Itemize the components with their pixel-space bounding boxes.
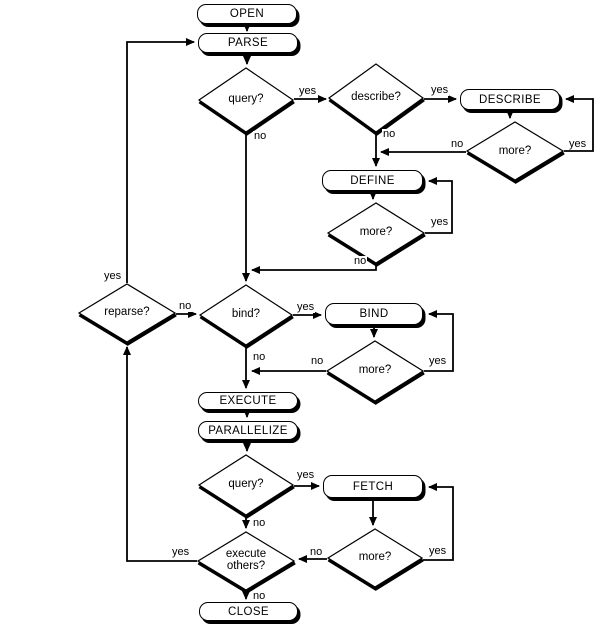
executeothers-decision-shape — [196, 531, 296, 594]
executeothers-no-label: no — [252, 590, 267, 602]
describeq-no-label: no — [382, 128, 397, 140]
moredefine-no-label: no — [353, 255, 368, 267]
query2-decision-label: query? — [228, 478, 264, 490]
morefetch-decision-label: more? — [358, 551, 392, 563]
reparse-decision-label: reparse? — [104, 306, 150, 318]
edge-morefetch-yes-fetch — [423, 483, 454, 561]
describeq-yes-label: yes — [430, 84, 450, 96]
decisions-group — [77, 63, 565, 594]
open-node: OPEN — [197, 4, 297, 24]
edge-moredescribe-yes-describe — [564, 95, 594, 152]
query1-decision-label: query? — [228, 93, 264, 105]
edge-reparse-yes-parse — [126, 38, 195, 283]
morefetch-no-label: no — [309, 546, 324, 558]
reparse-decision-shape — [77, 283, 177, 346]
describeq-decision-shape — [327, 63, 425, 136]
executeothers-yes-label: yes — [171, 546, 191, 558]
morebind-decision-label: more? — [358, 364, 392, 376]
moredefine-decision-label: more? — [359, 226, 393, 238]
moredescribe-no-label: no — [450, 138, 465, 150]
bind-node: BIND — [325, 303, 423, 325]
reparse-yes-label: yes — [103, 270, 123, 282]
query2-decision-shape — [197, 454, 295, 519]
executeothers-line1: execute — [225, 548, 267, 560]
moredescribe-decision-shape — [465, 121, 565, 184]
describe-node: DESCRIBE — [460, 89, 560, 110]
moredefine-yes-label: yes — [430, 216, 450, 228]
describeq-decision-label: describe? — [351, 91, 401, 103]
moredescribe-yes-label: yes — [568, 138, 588, 150]
query1-decision-shape — [197, 67, 295, 136]
close-node: CLOSE — [199, 602, 298, 621]
query1-yes-label: yes — [298, 85, 318, 97]
reparse-no-label: no — [178, 300, 193, 312]
bindq-no-label: no — [252, 351, 267, 363]
parse-node: PARSE — [198, 33, 298, 53]
query2-yes-label: yes — [296, 469, 316, 481]
parallelize-node: PARALLELIZE — [198, 421, 298, 440]
query1-no-label: no — [253, 130, 268, 142]
fetch-node: FETCH — [323, 475, 423, 498]
query2-no-label: no — [252, 517, 267, 529]
define-node: DEFINE — [322, 170, 423, 191]
bindq-decision-shape — [198, 284, 294, 349]
executeothers-decision-label: execute others? — [206, 548, 286, 572]
morebind-yes-label: yes — [428, 355, 448, 367]
edge-executeothers-yes-reparse — [123, 346, 197, 562]
moredescribe-decision-label: more? — [498, 145, 532, 157]
morebind-decision-shape — [325, 340, 425, 405]
morefetch-decision-shape — [326, 528, 424, 591]
moredefine-decision-shape — [326, 202, 426, 267]
bindq-decision-label: bind? — [231, 308, 261, 320]
morefetch-yes-label: yes — [428, 545, 448, 557]
executeothers-line2: others? — [226, 560, 266, 572]
morebind-no-label: no — [310, 355, 325, 367]
edge-moredefine-yes-define — [425, 177, 453, 234]
edge-morebind-yes-bind — [424, 310, 454, 372]
execute-node: EXECUTE — [198, 392, 298, 410]
bindq-yes-label: yes — [296, 301, 316, 313]
